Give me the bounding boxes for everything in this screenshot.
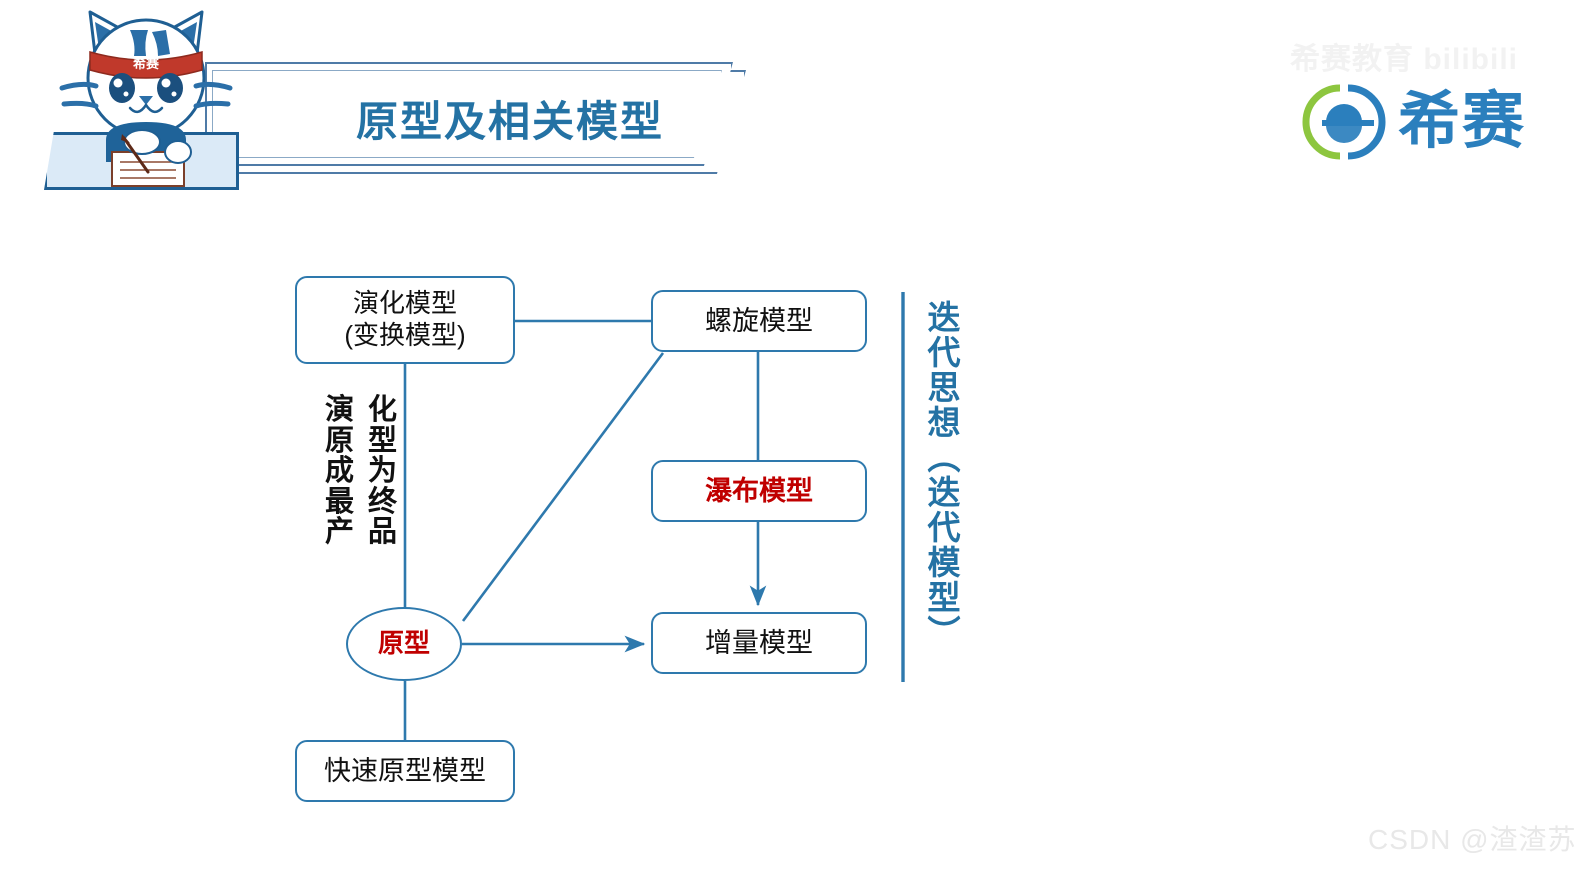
side-note-char: 为 xyxy=(367,455,397,488)
node-spiral-model[interactable]: 螺旋模型 xyxy=(651,290,867,352)
side-note-evolution-prototype: 演 化 原 型 成 为 最 终 产 品 xyxy=(318,394,404,549)
side-note-char: 演 xyxy=(324,394,354,426)
side-note-char: 型 xyxy=(367,424,397,457)
node-evolution-model[interactable]: 演化模型 (变换模型) xyxy=(295,276,515,364)
node-waterfall-model[interactable]: 瀑布模型 xyxy=(651,460,867,522)
side-note-char: 化 xyxy=(367,394,397,426)
brand-logo-text: 希赛 xyxy=(1398,87,1527,156)
side-note-char: 原 xyxy=(324,424,354,457)
brand-logo: 希赛 xyxy=(1300,82,1526,162)
title-banner xyxy=(205,62,733,166)
svg-text:希赛: 希赛 xyxy=(133,56,160,71)
bracket-label-iterative-thinking: 迭代思想（迭代模型） xyxy=(923,300,960,650)
side-note-char: 成 xyxy=(324,455,354,488)
side-note-char: 产 xyxy=(324,516,354,549)
xisai-e-icon xyxy=(1302,84,1386,160)
bilibili-watermark: 希赛教育 bilibili xyxy=(1290,43,1518,76)
csdn-watermark: CSDN @渣渣苏 xyxy=(1368,824,1577,855)
side-note-char: 品 xyxy=(367,516,397,549)
side-note-char: 最 xyxy=(324,485,354,518)
node-prototype[interactable]: 原型 xyxy=(346,607,462,681)
side-note-char: 终 xyxy=(367,485,397,518)
node-incremental-model[interactable]: 增量模型 xyxy=(651,612,867,674)
page-title: 原型及相关模型 xyxy=(355,98,664,145)
node-rapid-prototype-model[interactable]: 快速原型模型 xyxy=(295,740,515,802)
mascot-cat-icon: 希赛 xyxy=(44,0,249,195)
